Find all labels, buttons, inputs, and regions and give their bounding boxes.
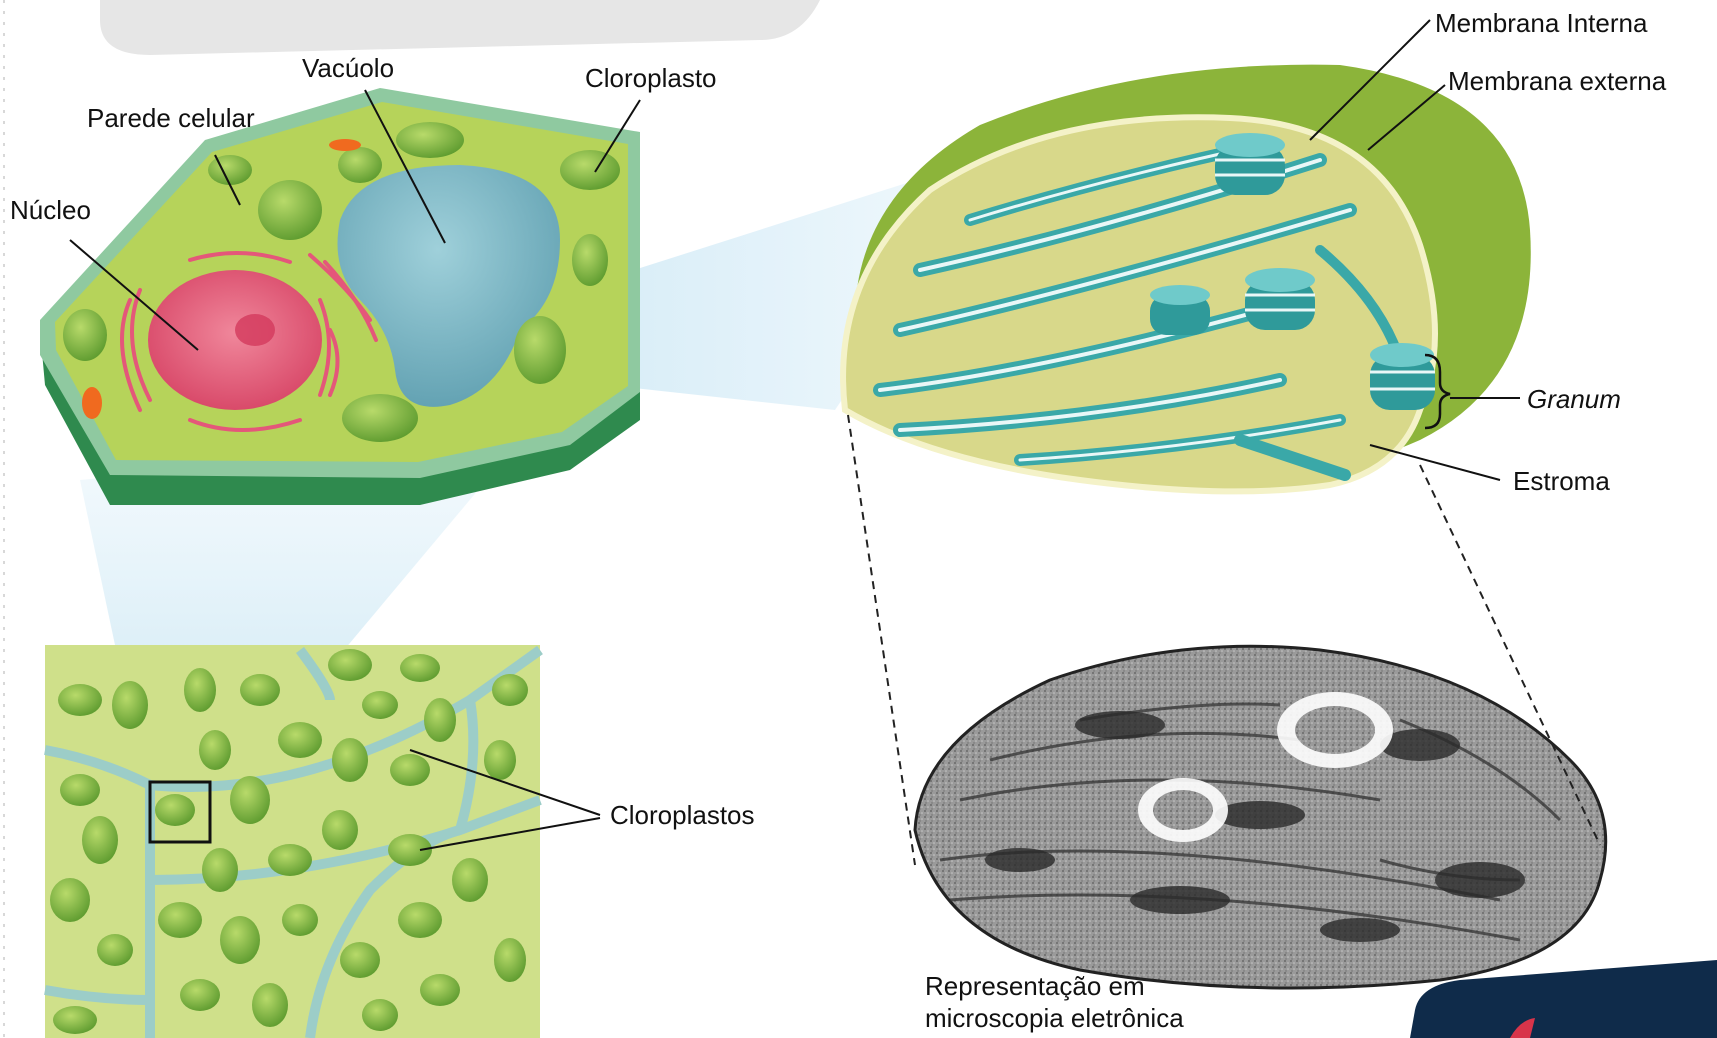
granum-stack: [1150, 285, 1210, 335]
caption-line-2: microscopia eletrônica: [925, 1002, 1184, 1034]
top-banner: [100, 0, 820, 55]
label-membrana-interna: Membrana Interna: [1435, 10, 1647, 36]
label-cloroplastos: Cloroplastos: [610, 802, 755, 828]
mitochondrion: [329, 139, 361, 151]
mitochondrion: [82, 387, 102, 419]
label-membrana-externa: Membrana externa: [1448, 68, 1666, 94]
granum-stack: [1370, 343, 1435, 410]
label-vacuolo: Vacúolo: [302, 55, 394, 81]
nucleus: [148, 270, 322, 410]
label-cloroplasto: Cloroplasto: [585, 65, 717, 91]
nucleolus: [235, 314, 275, 346]
electron-micrograph: [915, 646, 1606, 988]
label-parede-celular: Parede celular: [87, 105, 255, 131]
caption-line-1: Representação em: [925, 970, 1184, 1002]
chloroplast-detail: [843, 65, 1531, 492]
label-estroma: Estroma: [1513, 468, 1610, 494]
granum-stack: [1215, 133, 1285, 195]
granum-stack: [1245, 268, 1315, 330]
label-nucleo: Núcleo: [10, 197, 91, 223]
micrograph-caption: Representação em microscopia eletrônica: [925, 970, 1184, 1034]
plant-cell: [40, 88, 640, 505]
leader-estroma: [1370, 445, 1500, 480]
label-granum: Granum: [1527, 386, 1621, 412]
